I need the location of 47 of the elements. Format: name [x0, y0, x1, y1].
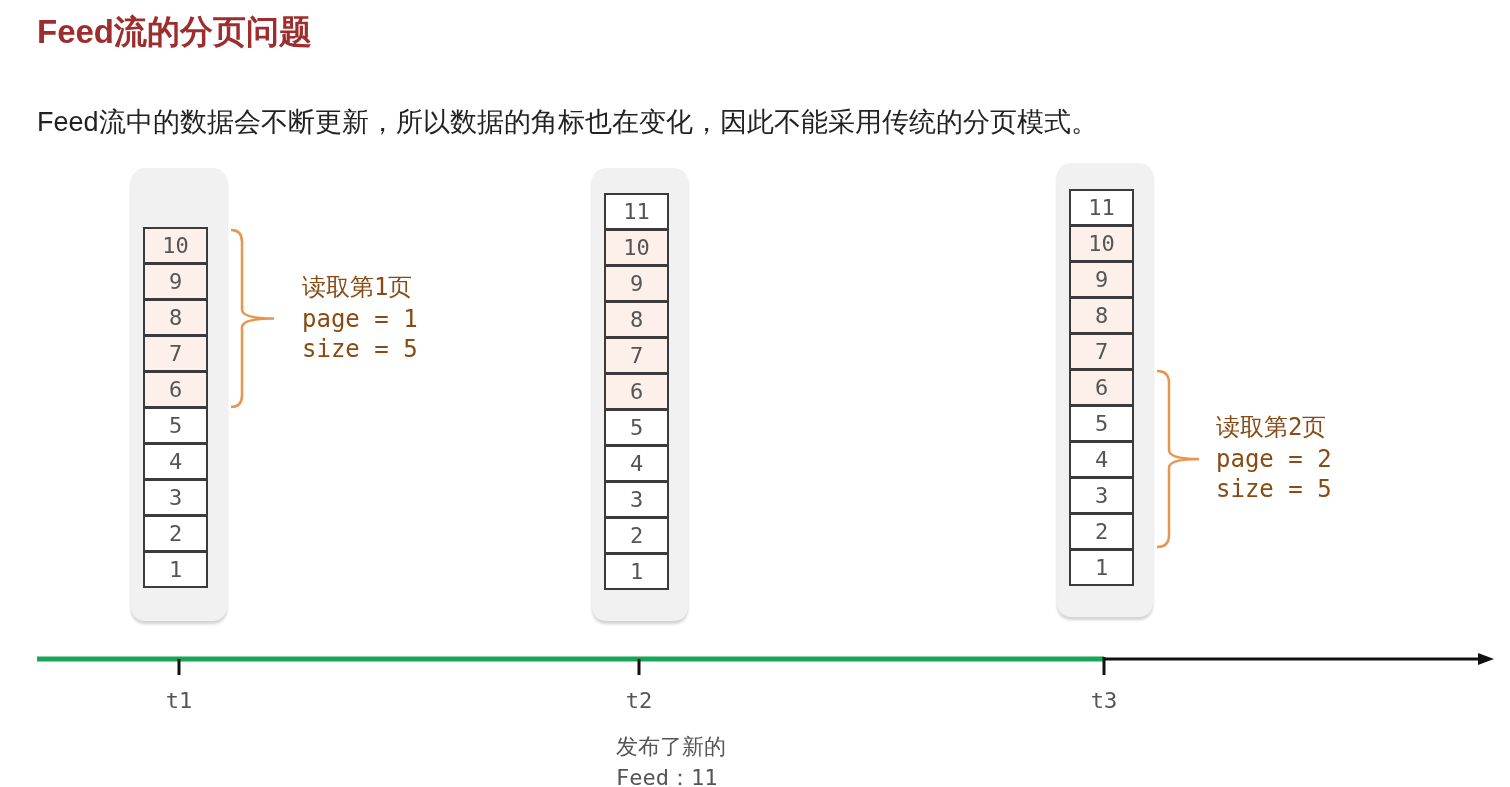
- feed-item-cell: 2: [604, 517, 669, 554]
- feed-item-cell: 11: [604, 193, 669, 230]
- feed-item-cell: 8: [143, 299, 208, 336]
- feed-item-cell: 1: [143, 551, 208, 588]
- feed-item-cell: 10: [604, 229, 669, 266]
- feed-item-cell: 4: [143, 443, 208, 480]
- feed-item-cell: 6: [604, 373, 669, 410]
- stack-panel: [1057, 163, 1153, 617]
- feed-item-cell: 4: [604, 445, 669, 482]
- feed-item-cell: 5: [1069, 405, 1134, 442]
- annotation-text: page = 1: [302, 304, 418, 334]
- feed-item-cell: 10: [1069, 225, 1134, 262]
- title: Feed流的分页问题: [37, 12, 313, 52]
- feed-item-cell: 8: [604, 301, 669, 338]
- feed-item-cell: 9: [143, 263, 208, 300]
- feed-item-cell: 7: [1069, 333, 1134, 370]
- annotation-heading: 读取第2页: [1216, 412, 1327, 442]
- feed-item-cell: 3: [604, 481, 669, 518]
- feed-item-cell: 2: [143, 515, 208, 552]
- description-text: Feed流中的数据会不断更新，所以数据的角标也在变化，因此不能采用传统的分页模式。: [37, 106, 1098, 139]
- feed-item-cell: 1: [604, 553, 669, 590]
- feed-item-cell: 3: [143, 479, 208, 516]
- feed-item-cell: 8: [1069, 297, 1134, 334]
- annotation-heading: 读取第1页: [302, 272, 413, 302]
- feed-item-cell: 4: [1069, 441, 1134, 478]
- annotation-text: page = 2: [1216, 444, 1332, 474]
- feed-item-cell: 11: [1069, 189, 1134, 226]
- feed-item-cell: 2: [1069, 513, 1134, 550]
- feed-item-cell: 5: [604, 409, 669, 446]
- time-label: t2: [624, 688, 654, 714]
- feed-item-cell: 6: [143, 371, 208, 408]
- time-label: t3: [1089, 688, 1119, 714]
- feed-item-cell: 3: [1069, 477, 1134, 514]
- stack-panel: [131, 168, 227, 621]
- annotation-text: size = 5: [1216, 474, 1332, 504]
- time-label: t1: [164, 688, 194, 714]
- event-note: 发布了新的 Feed：11: [616, 733, 727, 787]
- feed-item-cell: 7: [143, 335, 208, 372]
- annotation-text: size = 5: [302, 334, 418, 364]
- feed-item-cell: 9: [604, 265, 669, 302]
- feed-item-cell: 6: [1069, 369, 1134, 406]
- feed-item-cell: 1: [1069, 549, 1134, 586]
- feed-item-cell: 5: [143, 407, 208, 444]
- feed-item-cell: 10: [143, 227, 208, 264]
- feed-item-cell: 7: [604, 337, 669, 374]
- stack-panel: [592, 168, 688, 621]
- feed-item-cell: 9: [1069, 261, 1134, 298]
